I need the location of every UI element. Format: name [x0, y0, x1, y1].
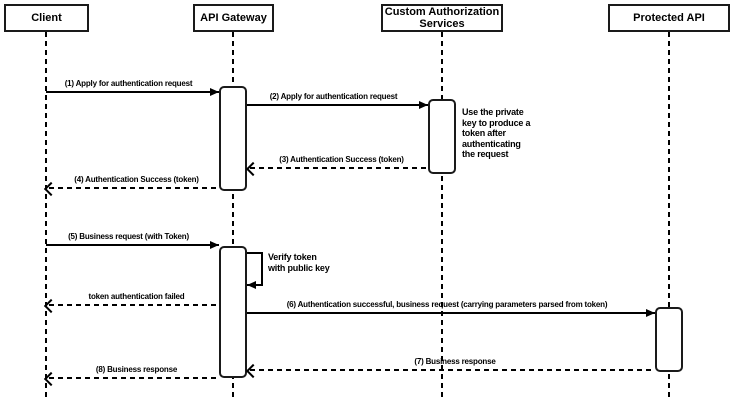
- message-6-line: [247, 312, 655, 314]
- message-2-label: (2) Apply for authentication request: [269, 92, 398, 101]
- activation-gateway-auth: [219, 86, 247, 191]
- message-fail-label: token authentication failed: [88, 292, 185, 301]
- verify-token-note: Verify token with public key: [268, 252, 330, 273]
- arrowhead-left-icon: [247, 281, 256, 289]
- message-7-label: (7) Business response: [414, 357, 496, 366]
- lifeline-api-gateway: [232, 32, 234, 401]
- actor-api-gateway: API Gateway: [193, 4, 274, 32]
- actor-protected-api: Protected API: [608, 4, 730, 32]
- lifeline-protected-api: [668, 32, 670, 401]
- message-1-line: [46, 91, 219, 93]
- private-key-note: Use the private key to produce a token a…: [462, 107, 531, 159]
- message-2-line: [247, 104, 428, 106]
- message-3-line: [250, 167, 428, 169]
- message-4-label: (4) Authentication Success (token): [74, 175, 199, 184]
- actor-client-label: Client: [31, 12, 62, 24]
- self-loop-top-line: [247, 252, 263, 254]
- arrowhead-open-left-icon: [245, 161, 261, 177]
- self-loop-vertical-line: [261, 252, 263, 286]
- message-3-label: (3) Authentication Success (token): [279, 155, 404, 164]
- actor-custom-auth-label: Custom Authorization Services: [384, 6, 500, 30]
- message-6-label: (6) Authentication successful, business …: [286, 300, 608, 309]
- message-5-label: (5) Business request (with Token): [68, 232, 189, 241]
- actor-api-gateway-label: API Gateway: [200, 12, 267, 24]
- actor-protected-api-label: Protected API: [633, 12, 705, 24]
- activation-gateway-business: [219, 246, 247, 378]
- lifeline-client: [45, 32, 47, 401]
- arrowhead-right-icon: [210, 88, 219, 96]
- activation-protected-api: [655, 307, 683, 372]
- message-1-label: (1) Apply for authentication request: [64, 79, 193, 88]
- message-7-line: [250, 369, 655, 371]
- message-8-line: [49, 377, 219, 379]
- lifeline-custom-auth: [441, 32, 443, 401]
- arrowhead-right-icon: [646, 309, 655, 317]
- actor-client: Client: [4, 4, 89, 32]
- message-5-line: [46, 244, 219, 246]
- message-fail-line: [49, 304, 219, 306]
- message-8-label: (8) Business response: [95, 365, 178, 374]
- message-4-line: [49, 187, 219, 189]
- arrowhead-right-icon: [419, 101, 428, 109]
- activation-custom-auth: [428, 99, 456, 174]
- actor-custom-auth: Custom Authorization Services: [381, 4, 503, 32]
- arrowhead-right-icon: [210, 241, 219, 249]
- arrowhead-open-left-icon: [245, 363, 261, 379]
